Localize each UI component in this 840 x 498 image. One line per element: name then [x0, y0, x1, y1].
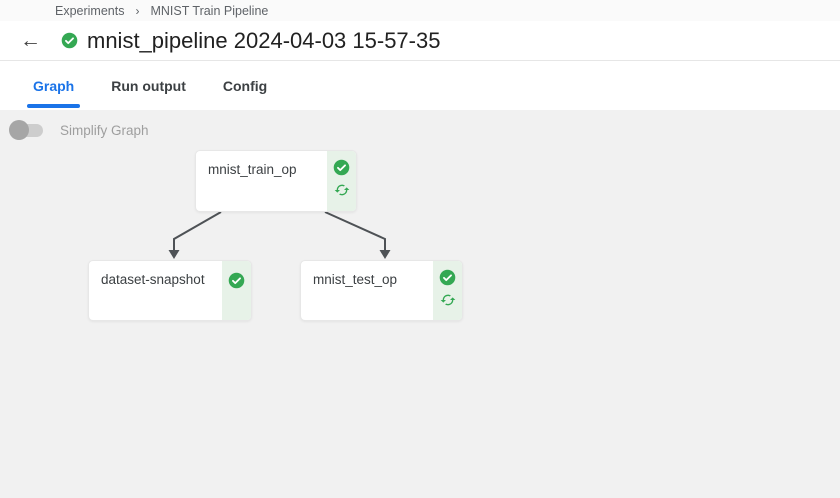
tab-run-output[interactable]: Run output — [102, 61, 195, 110]
page-title: mnist_pipeline 2024-04-03 15-57-35 — [87, 27, 441, 53]
node-label: dataset-snapshot — [101, 272, 205, 287]
breadcrumb: Experiments › MNIST Train Pipeline — [0, 0, 840, 21]
cached-icon — [440, 294, 455, 306]
breadcrumb-separator-icon: › — [135, 3, 140, 18]
graph-node-dataset-snapshot[interactable]: dataset-snapshot — [88, 260, 252, 321]
node-label: mnist_train_op — [208, 162, 297, 177]
graph-node-mnist-test-op[interactable]: mnist_test_op — [300, 260, 463, 321]
node-label: mnist_test_op — [313, 272, 398, 287]
tab-config-label: Config — [222, 77, 268, 94]
graph-node-mnist-train-op[interactable]: mnist_train_op — [195, 150, 357, 212]
edge-train-to-snapshot — [173, 211, 222, 251]
simplify-graph-row: Simplify Graph — [9, 117, 149, 143]
node-status-strip — [222, 261, 251, 320]
toggle-thumb — [9, 120, 29, 140]
edge-train-to-test — [324, 211, 386, 251]
header-divider — [0, 60, 840, 61]
breadcrumb-pipeline-link[interactable]: MNIST Train Pipeline — [150, 3, 269, 18]
cached-icon — [334, 184, 349, 196]
node-status-strip — [327, 151, 356, 211]
active-tab-indicator — [27, 104, 81, 108]
success-check-icon — [439, 269, 456, 286]
graph-canvas: Simplify Graph mnist_train_op dataset-sn… — [0, 110, 840, 498]
tab-run-output-label: Run output — [111, 77, 186, 94]
tab-graph[interactable]: Graph — [24, 61, 83, 110]
simplify-graph-toggle[interactable] — [9, 117, 45, 143]
success-check-icon — [228, 272, 245, 289]
breadcrumb-experiments-link[interactable]: Experiments — [55, 3, 125, 18]
tab-bar: Graph Run output Config — [0, 61, 840, 110]
run-status-success-icon — [61, 32, 78, 49]
arrowhead-snapshot-icon — [168, 250, 180, 259]
back-button[interactable]: ← — [20, 29, 41, 52]
success-check-icon — [333, 159, 350, 176]
run-title-row: ← mnist_pipeline 2024-04-03 15-57-35 — [0, 21, 840, 60]
tab-config[interactable]: Config — [214, 61, 276, 110]
simplify-graph-label: Simplify Graph — [60, 122, 149, 138]
node-status-strip — [433, 261, 462, 320]
tab-graph-label: Graph — [33, 77, 75, 94]
arrowhead-test-icon — [379, 250, 391, 259]
